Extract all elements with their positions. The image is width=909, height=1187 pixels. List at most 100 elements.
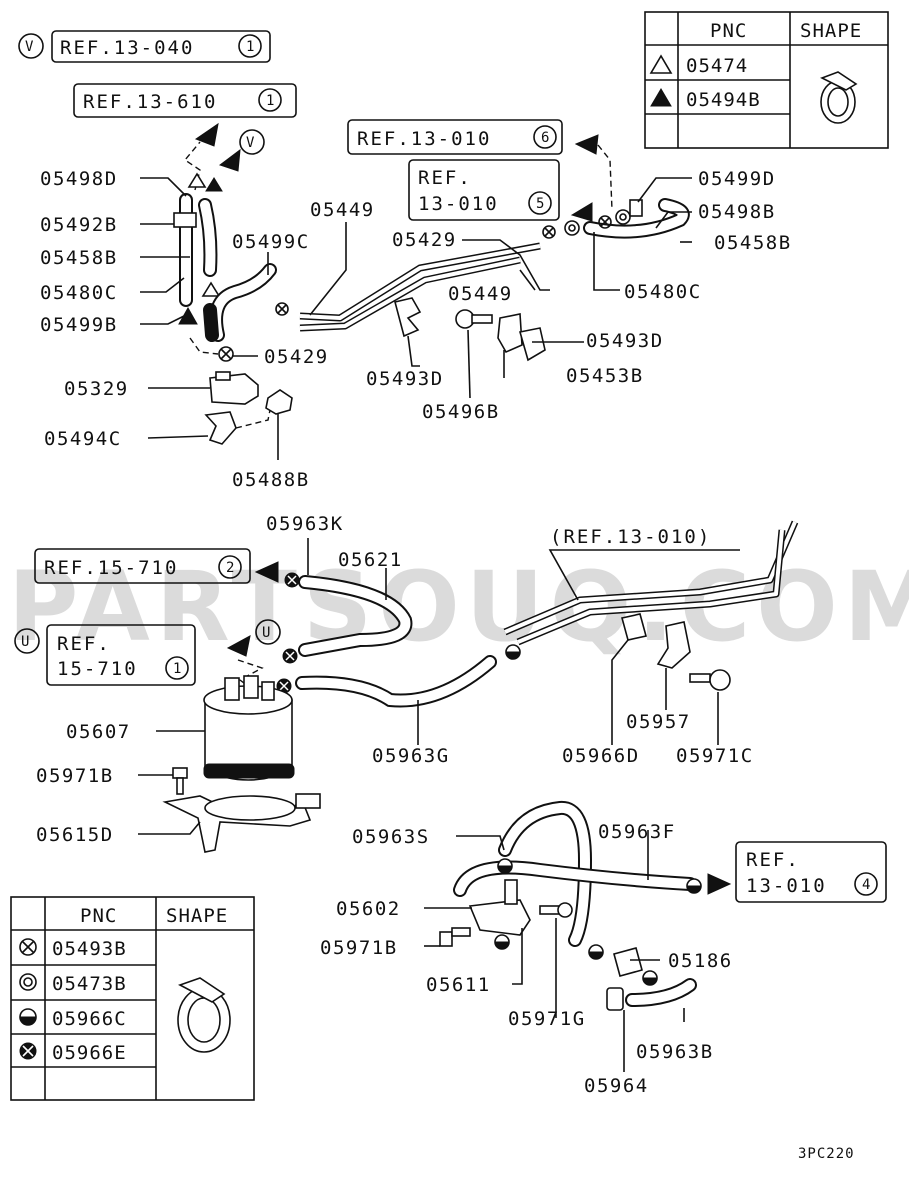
legend-table-bottom: PNC SHAPE 05493B 05473B 05966C 05966E bbox=[10, 896, 255, 1101]
label-05963G: 05963G bbox=[372, 745, 450, 767]
label-05488B: 05488B bbox=[232, 469, 310, 491]
legend-bottom-pnc-4: 05966E bbox=[52, 1042, 127, 1064]
label-05971C: 05971C bbox=[676, 745, 754, 767]
marker-u-left: U bbox=[14, 628, 40, 654]
leaders-top bbox=[140, 177, 692, 460]
label-05493D-right: 05493D bbox=[586, 330, 664, 352]
label-05602: 05602 bbox=[336, 898, 401, 920]
label-05971G: 05971G bbox=[508, 1008, 586, 1030]
label-05499C: 05499C bbox=[232, 231, 310, 253]
valve-05602 bbox=[468, 879, 531, 936]
double-circle-icon bbox=[19, 973, 37, 991]
flow-arrow-up-3 bbox=[226, 635, 251, 657]
label-05186: 05186 bbox=[668, 950, 733, 972]
hose-clamp-shape-icon bbox=[820, 71, 858, 124]
label-05971B-lower: 05971B bbox=[320, 937, 398, 959]
label-05492B: 05492B bbox=[40, 214, 118, 236]
svg-text:5: 5 bbox=[536, 196, 545, 212]
svg-text:REF.: REF. bbox=[418, 167, 472, 189]
diagram-code: 3PC220 bbox=[798, 1146, 855, 1162]
watermark: PARTSOUQ.COM bbox=[8, 551, 909, 663]
circle-x-icon bbox=[598, 215, 612, 229]
label-05458B-left: 05458B bbox=[40, 247, 118, 269]
label-05449-top: 05449 bbox=[310, 199, 375, 221]
circle-x-icon bbox=[19, 938, 37, 956]
circle-x-icon bbox=[218, 346, 234, 362]
legend-top-pnc-1: 05474 bbox=[686, 55, 748, 77]
marker-v-arrow: V bbox=[239, 129, 265, 155]
vsv-05329 bbox=[209, 373, 259, 405]
bolt-05971G bbox=[539, 902, 573, 918]
filled-triangle-icon bbox=[178, 306, 198, 325]
legend-table-top: PNC SHAPE 05474 05494B bbox=[644, 11, 889, 149]
leaders-bottom bbox=[424, 830, 685, 1072]
svg-text:4: 4 bbox=[862, 877, 871, 893]
double-circle-icon bbox=[564, 220, 580, 236]
double-circle-icon bbox=[615, 209, 631, 225]
flow-arrow-up-1 bbox=[194, 122, 219, 147]
flow-arrow-left-1 bbox=[570, 202, 593, 222]
svg-text:U: U bbox=[21, 634, 30, 650]
label-05453B: 05453B bbox=[566, 365, 644, 387]
open-triangle-icon bbox=[187, 172, 207, 188]
label-05429-left: 05429 bbox=[264, 346, 329, 368]
ref-15-710-2-box: REF.15-710 2 bbox=[34, 548, 251, 584]
leaders-middle bbox=[138, 538, 719, 835]
bolt-05971B-lower bbox=[439, 927, 471, 947]
open-triangle-icon bbox=[649, 54, 673, 74]
connector-05964 bbox=[606, 987, 624, 1011]
legend-bottom-pnc-header: PNC bbox=[80, 905, 117, 927]
legend-top-shape-header: SHAPE bbox=[800, 20, 862, 42]
legend-bottom-pnc-1: 05493B bbox=[52, 938, 127, 960]
svg-text:REF.13-040: REF.13-040 bbox=[60, 37, 194, 59]
label-05498D-left: 05498D bbox=[40, 168, 118, 190]
label-05971B-upper: 05971B bbox=[36, 765, 114, 787]
label-05963S: 05963S bbox=[352, 826, 430, 848]
legend-top-pnc-header: PNC bbox=[710, 20, 747, 42]
clamp-05966D bbox=[621, 613, 647, 641]
label-05458B-right: 05458B bbox=[714, 232, 792, 254]
label-05429-top: 05429 bbox=[392, 229, 457, 251]
ref-13-010-6-box: REF.13-010 6 bbox=[347, 119, 563, 155]
svg-text:2: 2 bbox=[226, 560, 235, 576]
marker-u-arrow: U bbox=[255, 619, 281, 645]
svg-text:6: 6 bbox=[541, 130, 550, 146]
label-05607: 05607 bbox=[66, 721, 131, 743]
svg-text:13-010: 13-010 bbox=[418, 193, 499, 215]
bolt-05971C bbox=[689, 669, 731, 691]
filled-triangle-icon bbox=[650, 88, 672, 107]
label-05611: 05611 bbox=[426, 974, 491, 996]
bracket-05494C bbox=[204, 411, 237, 445]
ref-13-610-box: REF.13-610 1 bbox=[73, 83, 297, 118]
svg-text:REF.13-010: REF.13-010 bbox=[357, 128, 491, 150]
circle-x-icon bbox=[542, 225, 556, 239]
label-05963F: 05963F bbox=[598, 821, 676, 843]
label-05496B: 05496B bbox=[422, 401, 500, 423]
open-triangle-icon bbox=[201, 281, 221, 297]
ref-15-710-1-box: REF. 15-710 1 bbox=[46, 624, 196, 686]
circle-x-icon bbox=[275, 302, 289, 316]
ref-13-040-box: REF.13-040 1 bbox=[51, 30, 271, 63]
flow-arrow-right-1 bbox=[707, 873, 732, 895]
flow-arrow-up-2 bbox=[218, 148, 241, 172]
flow-arrow-left-2 bbox=[574, 134, 599, 155]
flow-arrow-left-3 bbox=[254, 561, 279, 583]
svg-text:V: V bbox=[25, 39, 34, 55]
legend-bottom-shape-header: SHAPE bbox=[166, 905, 228, 927]
label-05621: 05621 bbox=[338, 549, 403, 571]
label-05963K: 05963K bbox=[266, 513, 344, 535]
legend-top-pnc-2: 05494B bbox=[686, 89, 761, 111]
label-05966D: 05966D bbox=[562, 745, 640, 767]
bolt-05971B-upper bbox=[172, 767, 188, 795]
ref-13-010-paren: (REF.13-010) bbox=[550, 526, 711, 548]
label-05963B: 05963B bbox=[636, 1041, 714, 1063]
svg-text:V: V bbox=[246, 135, 255, 151]
clamp-05493D-left bbox=[394, 297, 422, 338]
marker-v-left: V bbox=[18, 33, 44, 59]
label-05957: 05957 bbox=[626, 711, 691, 733]
svg-text:REF.15-710: REF.15-710 bbox=[44, 557, 178, 579]
label-05480C-left: 05480C bbox=[40, 282, 118, 304]
label-05494C: 05494C bbox=[44, 428, 122, 450]
legend-bottom-pnc-3: 05966C bbox=[52, 1008, 127, 1030]
